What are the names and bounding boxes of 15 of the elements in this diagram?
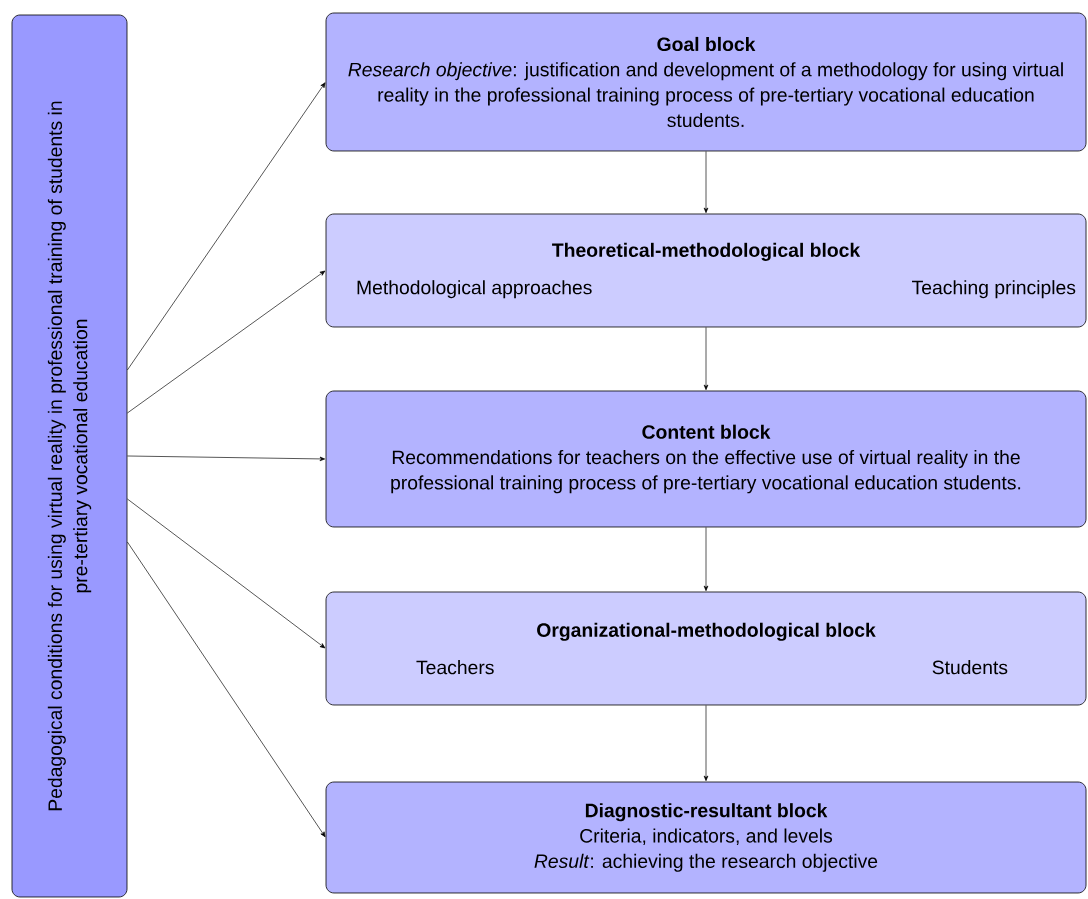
block-box: Theoretical-methodological block Methodological approaches Teaching principles [325, 213, 1087, 328]
arrow [703, 151, 709, 214]
block-box: Diagnostic-resultant block Criteria, indicators, and levels Result: achieving the research objective [325, 781, 1087, 894]
block-box: Content block Recommendations for teachers on the effective use of virtual reality in the professional training process of pre-tertiary vocational education students. [325, 390, 1087, 528]
arrow [703, 327, 709, 391]
arrow [127, 270, 326, 414]
block-box: Organizational-methodological block Teachers Students [325, 591, 1087, 706]
arrow [703, 705, 709, 782]
arrow [127, 541, 326, 838]
arrow [703, 527, 709, 592]
condition-box: Pedagogical conditions for using virtual reality in professional training of students in pre-tertiary vocational education [11, 14, 128, 898]
arrow [127, 498, 326, 649]
arrow [127, 455, 326, 462]
block-box: Goal block Research objective: justification and development of a methodology for using virtual reality in the professional training process of pre-tertiary vocational education students. [325, 12, 1087, 152]
arrow [127, 82, 326, 371]
